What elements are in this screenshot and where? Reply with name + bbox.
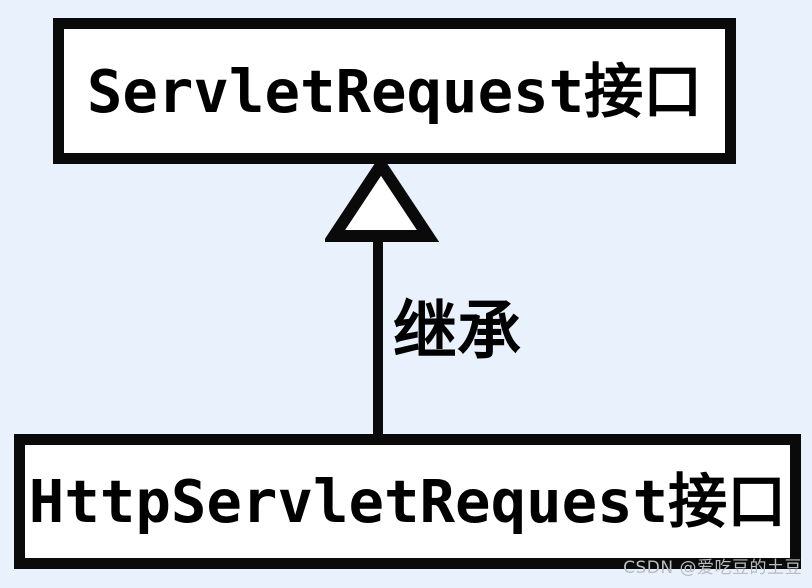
uml-class-box-http-servlet-request[interactable]: HttpServletRequest接口 bbox=[14, 434, 801, 569]
uml-class-box-http-servlet-request-label: HttpServletRequest接口 bbox=[28, 467, 787, 536]
watermark-text: CSDN @爱吃豆的土豆 bbox=[623, 558, 802, 578]
relationship-label-inheritance: 继承 bbox=[393, 295, 521, 369]
uml-class-box-servlet-request[interactable]: ServletRequest接口 bbox=[53, 18, 736, 164]
uml-class-box-servlet-request-label: ServletRequest接口 bbox=[86, 56, 703, 126]
